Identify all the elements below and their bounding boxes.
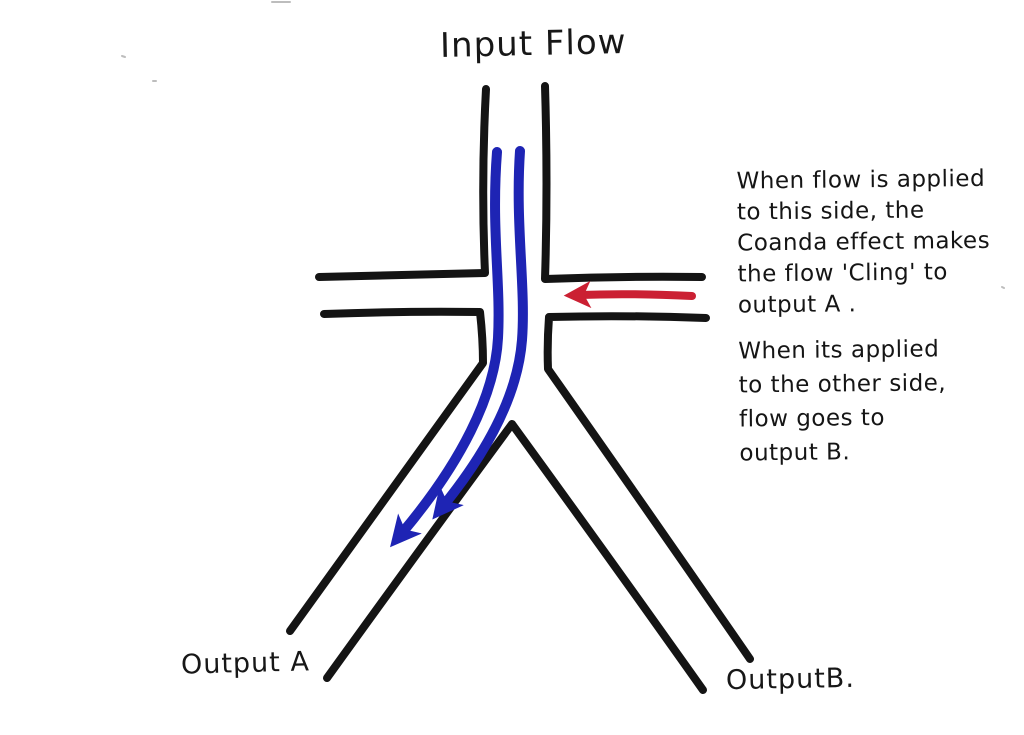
right-control-port-and-output-b-outer-wall [543,312,754,663]
annotation-line: to this side, the [736,197,925,226]
annotation-line: When its applied [738,336,940,365]
scan-artifact [121,55,126,58]
annotation-line: output B. [739,439,851,467]
annotation-paragraph-coanda: When flow is applied to this side, the C… [736,164,1020,322]
annotation-line: output A . [737,291,857,319]
annotation-line: to the other side, [738,370,947,399]
output-splitter-divider [323,420,707,694]
control-flow-arrow-icon [563,280,696,309]
input-channel-right-wall [541,82,706,283]
input-channel-left-wall [315,85,490,281]
input-flow-label: Input Flow [439,22,627,66]
annotation-block: When flow is applied to this side, the C… [736,164,1021,471]
annotation-paragraph-other-side: When its applied to the other side, flow… [738,332,1021,471]
output-a-label: Output A [180,646,311,681]
scan-artifact [1001,286,1005,289]
annotation-line: the flow 'Cling' to [737,259,948,288]
annotation-line: When flow is applied [736,165,986,195]
output-b-label: OutputB. [725,662,856,697]
annotation-line: Coanda effect makes [737,227,991,257]
annotation-line: flow goes to [738,404,886,433]
left-control-port-and-output-a-outer-wall [286,307,487,635]
flow-arrow-left-icon [390,147,504,548]
flow-arrow-right-icon [432,146,528,520]
